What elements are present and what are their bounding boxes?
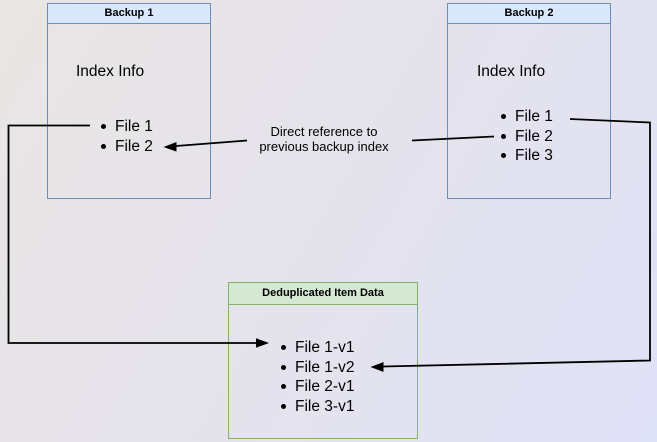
file-list-item: File 2-v1: [281, 377, 354, 397]
direct-reference-label-line2: previous backup index: [259, 139, 389, 154]
backup1-index-info-label: Index Info: [76, 63, 145, 80]
file-list-item: File 1-v2: [281, 358, 354, 378]
backup1-title: Backup 1: [48, 4, 210, 24]
file-list-item: File 3: [501, 146, 553, 166]
backup2-title: Backup 2: [448, 4, 610, 24]
deduplicated-item-data-title: Deduplicated Item Data: [229, 283, 417, 305]
file-list-item: File 2: [501, 127, 553, 147]
direct-reference-label: Direct reference to previous backup inde…: [238, 124, 410, 154]
file-list-item: File 2: [101, 137, 153, 157]
file-list-item: File 3-v1: [281, 397, 354, 417]
direct-reference-label-line1: Direct reference to: [270, 124, 378, 139]
file-list-item: File 1-v1: [281, 338, 354, 358]
file-list-item: File 1: [101, 117, 153, 137]
backup2-index-info-label: Index Info: [477, 63, 546, 80]
file-list-item: File 1: [501, 107, 553, 127]
